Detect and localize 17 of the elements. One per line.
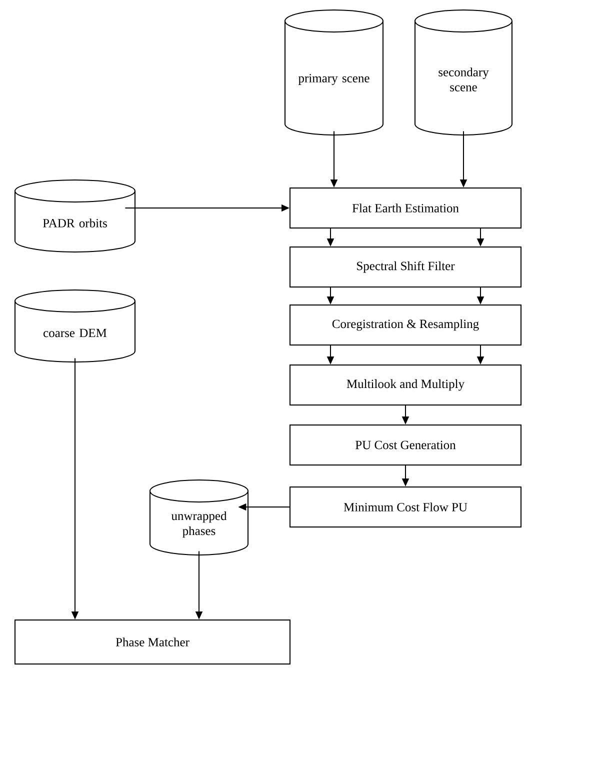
- process-box: PU Cost Generation: [290, 424, 522, 466]
- process-box: Multilook and Multiply: [290, 364, 522, 406]
- storage-cylinder: unwrapped phases: [150, 480, 248, 556]
- process-box: Minimum Cost Flow PU: [290, 486, 522, 528]
- node-label: secondary scene: [438, 68, 489, 92]
- storage-cylinder: secondary scene: [414, 10, 512, 136]
- process-box: Coregistration & Resampling: [290, 304, 522, 346]
- node-label: coarse DEM: [44, 328, 107, 338]
- node-label: unwrapped phases: [171, 511, 227, 538]
- node-label: PADR orbits: [42, 218, 107, 228]
- storage-cylinder: primary scene: [284, 10, 384, 136]
- node-label: primary scene: [298, 74, 370, 85]
- process-box: Spectral Shift Filter: [290, 246, 522, 288]
- process-box: Phase Matcher: [14, 620, 290, 664]
- process-box: Flat Earth Estimation: [290, 188, 522, 228]
- storage-cylinder: PADR orbits: [14, 180, 136, 252]
- storage-cylinder: coarse DEM: [14, 290, 136, 362]
